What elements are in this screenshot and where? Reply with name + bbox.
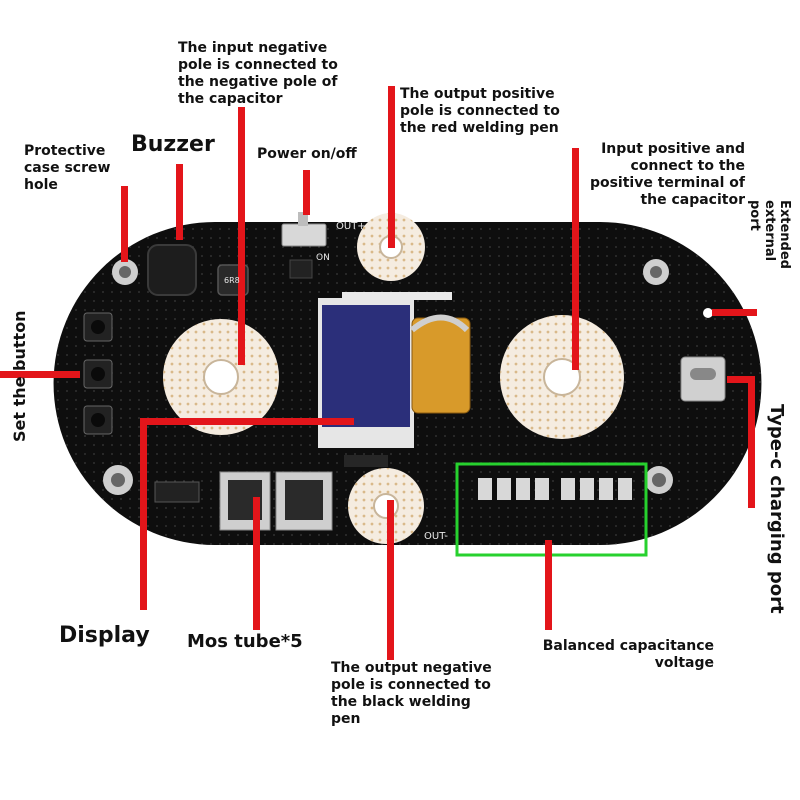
balance-resistors	[478, 478, 632, 500]
buzzer-component	[147, 244, 197, 296]
label-input-negative: The input negative pole is connected to …	[178, 40, 338, 107]
screw-hole-bottom-left	[103, 465, 133, 495]
output-negative-pad	[348, 468, 424, 544]
label-buzzer: Buzzer	[131, 132, 215, 157]
input-negative-pad	[163, 319, 279, 435]
extended-port-dot	[703, 308, 713, 318]
mos-tubes	[219, 471, 333, 531]
label-input-positive: Input positive and connect to the positi…	[589, 141, 745, 208]
set-buttons	[83, 312, 113, 435]
screw-hole-bottom-right	[645, 466, 673, 494]
label-display: Display	[59, 623, 150, 648]
label-type-c: Type-c charging port	[766, 404, 787, 614]
label-power: Power on/off	[257, 146, 357, 162]
input-positive-pad	[500, 315, 624, 439]
label-output-positive: The output positive pole is connected to…	[400, 86, 560, 136]
silkscreen-on: ON	[316, 253, 330, 263]
screw-hole-top-left	[112, 259, 138, 285]
silkscreen-out-plus: OUT+	[336, 221, 366, 232]
label-set-button: Set the button	[10, 310, 29, 442]
label-mos: Mos tube*5	[187, 631, 303, 652]
power-switch	[281, 223, 327, 247]
silkscreen-out-minus: OUT-	[424, 531, 448, 542]
label-extended-port: Extended external port	[747, 200, 792, 269]
callout-lines	[0, 86, 757, 660]
label-output-negative: The output negative pole is connected to…	[331, 660, 492, 727]
oled-display	[318, 298, 471, 467]
label-protective-hole: Protective case screw hole	[24, 143, 111, 193]
label-balanced: Balanced capacitance voltage	[542, 638, 714, 671]
screw-hole-top-right	[643, 259, 669, 285]
silkscreen-cap-code: 6R8	[224, 276, 240, 285]
